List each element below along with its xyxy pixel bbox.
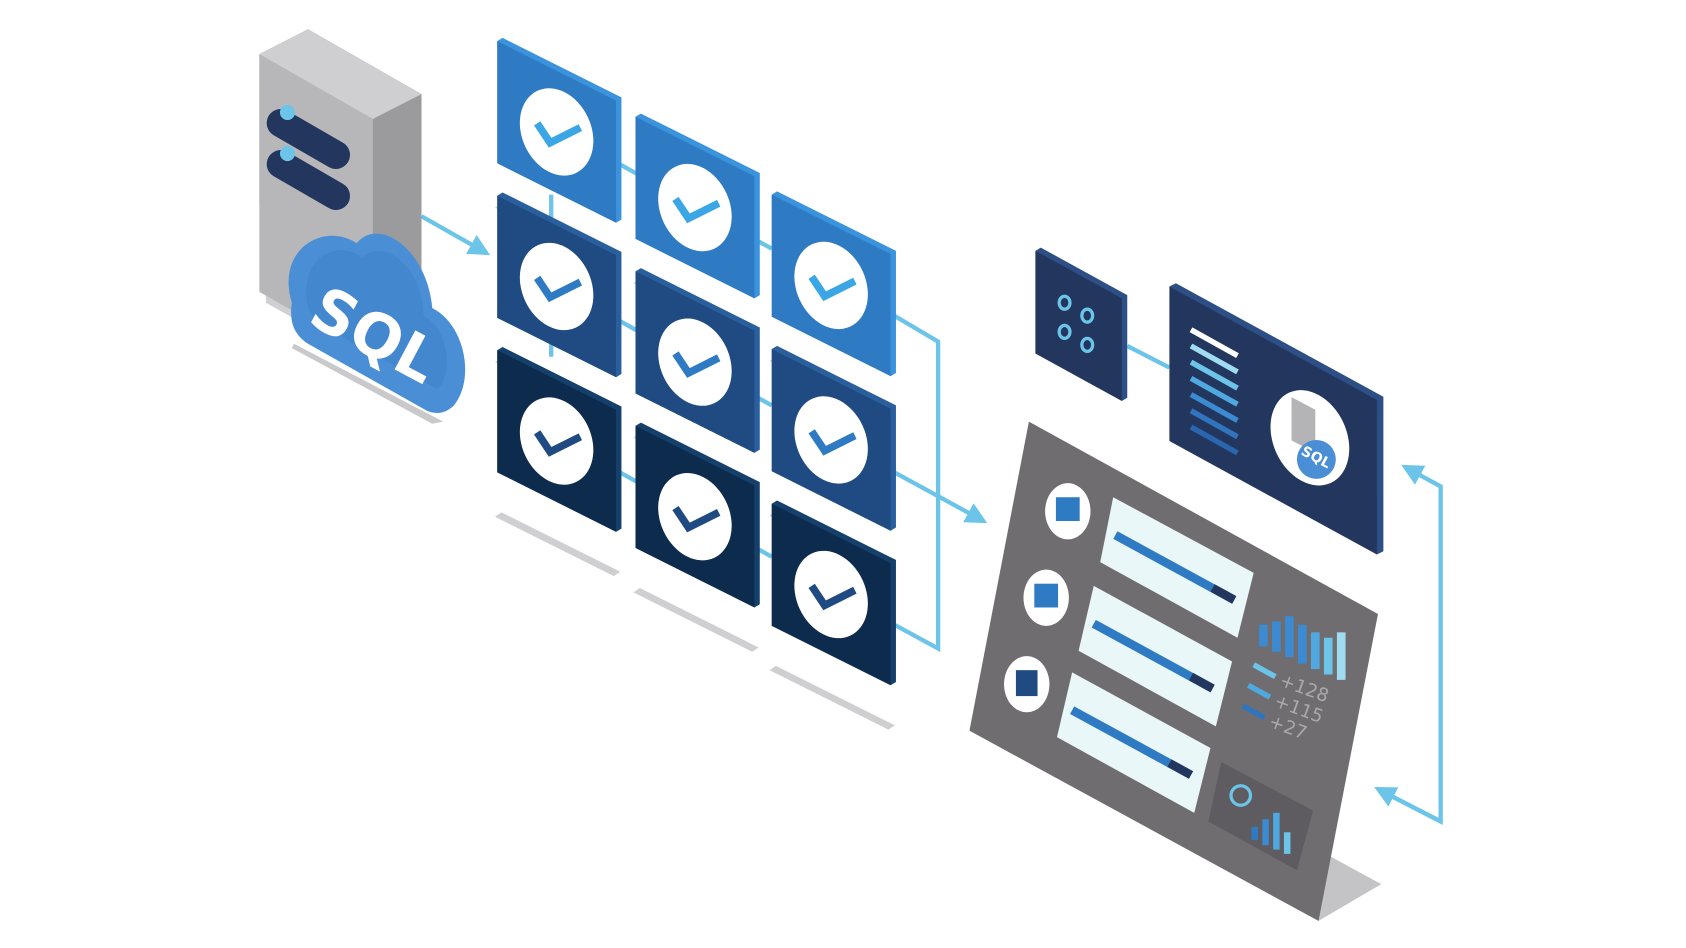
link-mini-to-panel xyxy=(1126,344,1171,370)
checkmark-icon xyxy=(808,274,857,302)
dashboard-cards xyxy=(1056,497,1254,813)
mini-chart-widget xyxy=(1208,762,1314,871)
arrow-server-to-grid xyxy=(420,214,491,256)
checkmark-icon xyxy=(672,196,721,224)
checkmark-icon xyxy=(672,351,721,378)
checkmark-icon xyxy=(808,429,857,456)
checkmark-icon xyxy=(533,121,583,148)
target-panel: SQL xyxy=(1169,283,1384,555)
validation-tile xyxy=(769,500,896,730)
dots-grid-icon xyxy=(1035,247,1128,402)
validation-tile xyxy=(633,422,760,652)
arrow-feedback-left xyxy=(1374,787,1442,824)
document-icon xyxy=(1055,497,1080,522)
code-icon xyxy=(1034,583,1059,608)
validation-tile xyxy=(494,347,622,577)
checkmark-icon xyxy=(533,275,583,303)
arrow-feedback-up xyxy=(1376,464,1443,826)
dashboard-sidebar-icons xyxy=(1004,483,1091,713)
bar-chart-icon xyxy=(1259,616,1346,680)
arrow-grid-to-dashboard xyxy=(889,468,988,524)
validation-tile xyxy=(633,113,760,343)
stack-icon xyxy=(1015,670,1038,697)
dashboard-panel: +128 +115 +27 xyxy=(969,421,1382,921)
cloud-icon: SQL xyxy=(288,233,466,424)
checkmark-icon xyxy=(533,430,583,457)
checkmark-icon xyxy=(808,583,857,611)
checkmark-icon xyxy=(672,505,721,533)
validation-grid xyxy=(494,37,896,730)
